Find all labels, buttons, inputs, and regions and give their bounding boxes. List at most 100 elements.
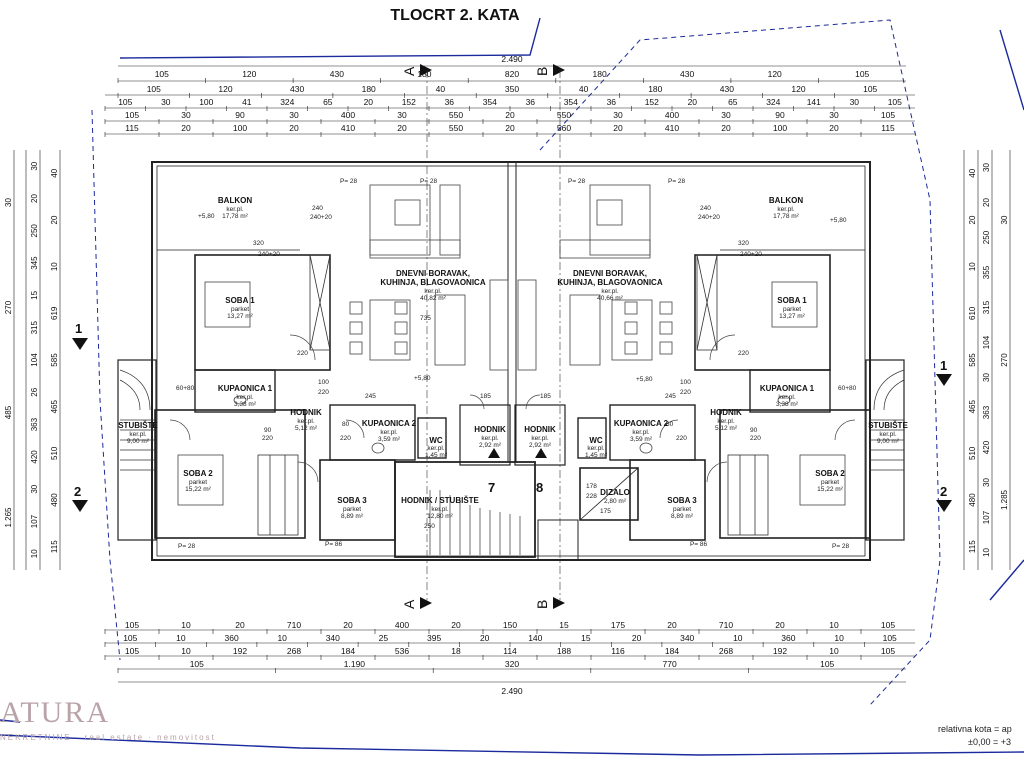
dimension-value: 100: [199, 97, 213, 107]
inner-dimensions: 240 240+20 240 240+20 320 240+20 320 240…: [176, 178, 857, 550]
dimension-value: 105: [881, 110, 895, 120]
room-finish: parket: [821, 479, 839, 486]
dimension-value: 10: [181, 620, 191, 630]
dimension-value: 116: [611, 646, 625, 656]
svg-text:60+80: 60+80: [176, 385, 195, 392]
dimension-value: 465: [968, 399, 977, 413]
room-finish: ker.pl.: [717, 418, 735, 425]
room-finish: ker.pl.: [431, 506, 449, 513]
dimension-value: 10: [50, 262, 59, 271]
room-finish: ker.pl.: [236, 394, 254, 401]
room-finish: parket: [189, 479, 207, 486]
room-area: 2,92 m²: [529, 442, 552, 449]
room-area: 9,00 m²: [127, 438, 150, 445]
agency-logo: ATURA NEKRETNINE · real estate · nemovit…: [0, 696, 216, 742]
dimension-value: 30: [4, 198, 13, 207]
dimension-value: 30: [1000, 215, 1009, 224]
svg-text:240+20: 240+20: [310, 214, 332, 221]
room-area: 15,22 m²: [817, 486, 843, 493]
dimension-value: 105: [147, 84, 161, 94]
svg-text:228: 228: [586, 493, 597, 500]
room-name: HODNIK / STUBIŠTE: [401, 496, 479, 505]
svg-text:P= 28: P= 28: [420, 178, 438, 185]
room-area: 12,80 m²: [427, 513, 453, 520]
drawing-title: TLOCRT 2. KATA: [390, 7, 520, 24]
dimension-value: 192: [773, 646, 787, 656]
room-finish: ker.pl.: [601, 288, 619, 295]
dimension-value: 10: [834, 633, 844, 643]
dimension-value: 105: [855, 69, 869, 79]
dimension-value: 30: [850, 97, 860, 107]
room-name: WC: [589, 436, 603, 445]
dimension-value: 40: [579, 84, 589, 94]
dimension-value: 1.265: [4, 507, 13, 528]
dimension-value: 20: [50, 215, 59, 224]
svg-text:90: 90: [264, 427, 272, 434]
svg-text:240+20: 240+20: [698, 214, 720, 221]
dimension-value: 15: [581, 633, 591, 643]
dimension-value: 430: [680, 69, 694, 79]
wardrobes: [257, 254, 769, 536]
dimension-value: 20: [721, 123, 731, 133]
svg-text:P= 28: P= 28: [832, 543, 850, 550]
furniture: [177, 184, 846, 506]
room-area: 13,27 m²: [227, 313, 253, 320]
dimension-value: 268: [287, 646, 301, 656]
dimension-value: 410: [665, 123, 679, 133]
dimension-value: 10: [982, 548, 991, 557]
room-area: 40,66 m²: [597, 295, 623, 302]
dimension-value: 105: [881, 620, 895, 630]
logo-tagline: NEKRETNINE · real estate · nemovitost: [0, 733, 216, 742]
dimension-value: 115: [125, 123, 139, 133]
svg-text:2: 2: [940, 484, 947, 499]
dimension-value: 550: [449, 110, 463, 120]
dimension-value: 105: [863, 84, 877, 94]
dimension-value: 30: [982, 478, 991, 487]
dimension-value: 90: [235, 110, 245, 120]
dimension-value: 268: [719, 646, 733, 656]
svg-text:220: 220: [750, 435, 761, 442]
room-finish: ker.pl.: [380, 429, 398, 436]
dimension-value: 180: [593, 69, 607, 79]
dimension-value: 180: [417, 69, 431, 79]
dimension-value: 324: [766, 97, 780, 107]
dimension-value: 175: [611, 620, 625, 630]
dimension-value: 107: [30, 514, 39, 528]
dimension-value: 20: [505, 123, 515, 133]
room-finish: ker.pl.: [879, 431, 897, 438]
room-name: DNEVNI BORAVAK,: [573, 269, 647, 278]
dimension-value: 420: [982, 440, 991, 454]
svg-text:8: 8: [536, 480, 543, 495]
dimension-value: 105: [820, 659, 834, 669]
dimension-value: 114: [503, 646, 517, 656]
svg-text:P= 86: P= 86: [690, 541, 708, 548]
dimension-value: 105: [881, 646, 895, 656]
dimension-value: 320: [505, 659, 519, 669]
room-finish: ker.pl.: [778, 394, 796, 401]
dimension-value: 1.285: [1000, 489, 1009, 510]
dimension-value: 30: [181, 110, 191, 120]
dimension-value: 150: [503, 620, 517, 630]
dimension-value: 20: [289, 123, 299, 133]
overall-dimension-top: 2.490: [501, 54, 523, 64]
room-area: 1,45 m²: [585, 452, 608, 459]
dimension-value: 40: [436, 84, 446, 94]
dimension-value: 345: [30, 256, 39, 270]
dimension-value: 141: [807, 97, 821, 107]
dimension-value: 105: [190, 659, 204, 669]
dimension-value: 120: [791, 84, 805, 94]
room-name: DNEVNI BORAVAK,: [396, 269, 470, 278]
room-area: 9,00 m²: [877, 438, 900, 445]
room-finish: ker.pl.: [531, 435, 549, 442]
room-area: 17,78 m²: [222, 213, 248, 220]
dimension-value: 430: [290, 84, 304, 94]
dimension-value: 30: [30, 484, 39, 493]
svg-text:60+80: 60+80: [838, 385, 857, 392]
section-markers: [72, 64, 952, 609]
room-area: 15,22 m²: [185, 486, 211, 493]
dimension-value: 65: [323, 97, 333, 107]
dimension-value: 360: [781, 633, 795, 643]
room-finish: ker.pl.: [226, 206, 244, 213]
dimension-value: 485: [4, 405, 13, 419]
svg-text:240: 240: [312, 205, 323, 212]
